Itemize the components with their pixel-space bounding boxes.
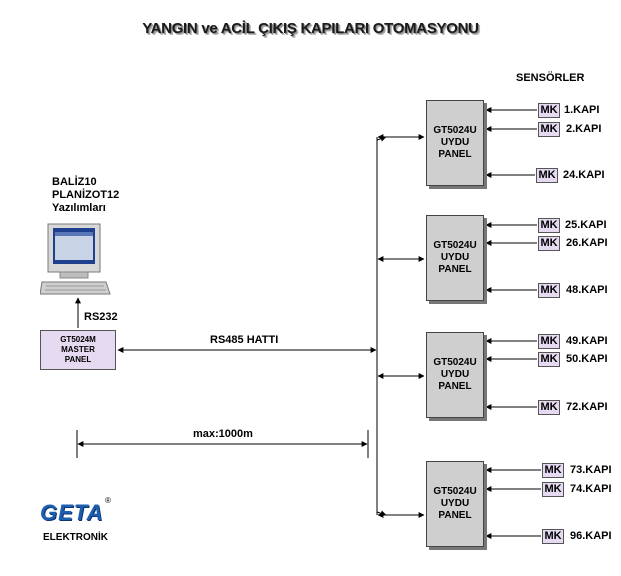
master-panel-line-1: GT5024M xyxy=(60,335,96,344)
sensor-tag: MK xyxy=(538,352,560,367)
panel-line-2: UYDU xyxy=(440,498,470,509)
rs485-label: RS485 HATTI xyxy=(210,334,279,346)
panel-line-1: GT5024U xyxy=(433,240,477,251)
door-label: 49.KAPI xyxy=(566,335,608,347)
master-panel-line-3: PANEL xyxy=(64,355,92,364)
registered-mark: ® xyxy=(105,496,111,505)
panel-line-2: UYDU xyxy=(440,252,470,263)
door-label: 24.KAPI xyxy=(563,169,605,181)
sensor-tag: MK xyxy=(538,122,560,137)
panel-line-2: UYDU xyxy=(440,369,470,380)
master-panel: GT5024M MASTER PANEL xyxy=(40,330,116,370)
rs232-label: RS232 xyxy=(84,311,118,323)
door-label: 96.KAPI xyxy=(570,530,612,542)
panel-line-2: UYDU xyxy=(440,137,470,148)
sensor-tag: MK xyxy=(542,463,564,478)
sensor-tag: MK xyxy=(538,334,560,349)
sensor-tag: MK xyxy=(538,400,560,415)
panel-line-1: GT5024U xyxy=(433,125,477,136)
computer-icon xyxy=(40,223,111,295)
sensor-tag: MK xyxy=(542,482,564,497)
satellite-panel-1: GT5024U UYDU PANEL xyxy=(426,100,484,186)
door-label: 1.KAPI xyxy=(564,104,600,116)
door-label: 50.KAPI xyxy=(566,353,608,365)
company-name: ELEKTRONİK xyxy=(43,532,108,543)
door-label: 2.KAPI xyxy=(566,123,602,135)
satellite-panel-3: GT5024U UYDU PANEL xyxy=(426,332,484,418)
diagram-title: YANGIN ve ACİL ÇIKIŞ KAPILARI OTOMASYONU xyxy=(142,20,479,37)
software-line-1: BALİZ10 xyxy=(52,176,97,188)
sensors-header: SENSÖRLER xyxy=(516,72,585,84)
sensor-tag: MK xyxy=(538,283,560,298)
sensor-tag: MK xyxy=(538,103,560,118)
satellite-panel-4: GT5024U UYDU PANEL xyxy=(426,461,484,547)
sensor-tag: MK xyxy=(538,218,560,233)
door-label: 72.KAPI xyxy=(566,401,608,413)
geta-logo: GETA xyxy=(40,500,104,525)
software-line-3: Yazılımları xyxy=(52,202,106,214)
door-label: 73.KAPI xyxy=(570,464,612,476)
door-label: 26.KAPI xyxy=(566,237,608,249)
master-panel-line-2: MASTER xyxy=(61,345,95,354)
sensor-tag: MK xyxy=(538,236,560,251)
panel-line-1: GT5024U xyxy=(433,486,477,497)
panel-line-3: PANEL xyxy=(438,149,472,160)
distance-label: max:1000m xyxy=(193,428,253,440)
panel-line-3: PANEL xyxy=(438,264,472,275)
sensor-tag: MK xyxy=(536,168,558,183)
satellite-panel-2: GT5024U UYDU PANEL xyxy=(426,215,484,301)
door-label: 25.KAPI xyxy=(565,219,607,231)
sensor-tag: MK xyxy=(542,529,564,544)
door-label: 74.KAPI xyxy=(570,483,612,495)
door-label: 48.KAPI xyxy=(566,284,608,296)
panel-line-3: PANEL xyxy=(438,510,472,521)
panel-line-3: PANEL xyxy=(438,381,472,392)
panel-line-1: GT5024U xyxy=(433,357,477,368)
software-line-2: PLANİZOT12 xyxy=(52,189,120,201)
